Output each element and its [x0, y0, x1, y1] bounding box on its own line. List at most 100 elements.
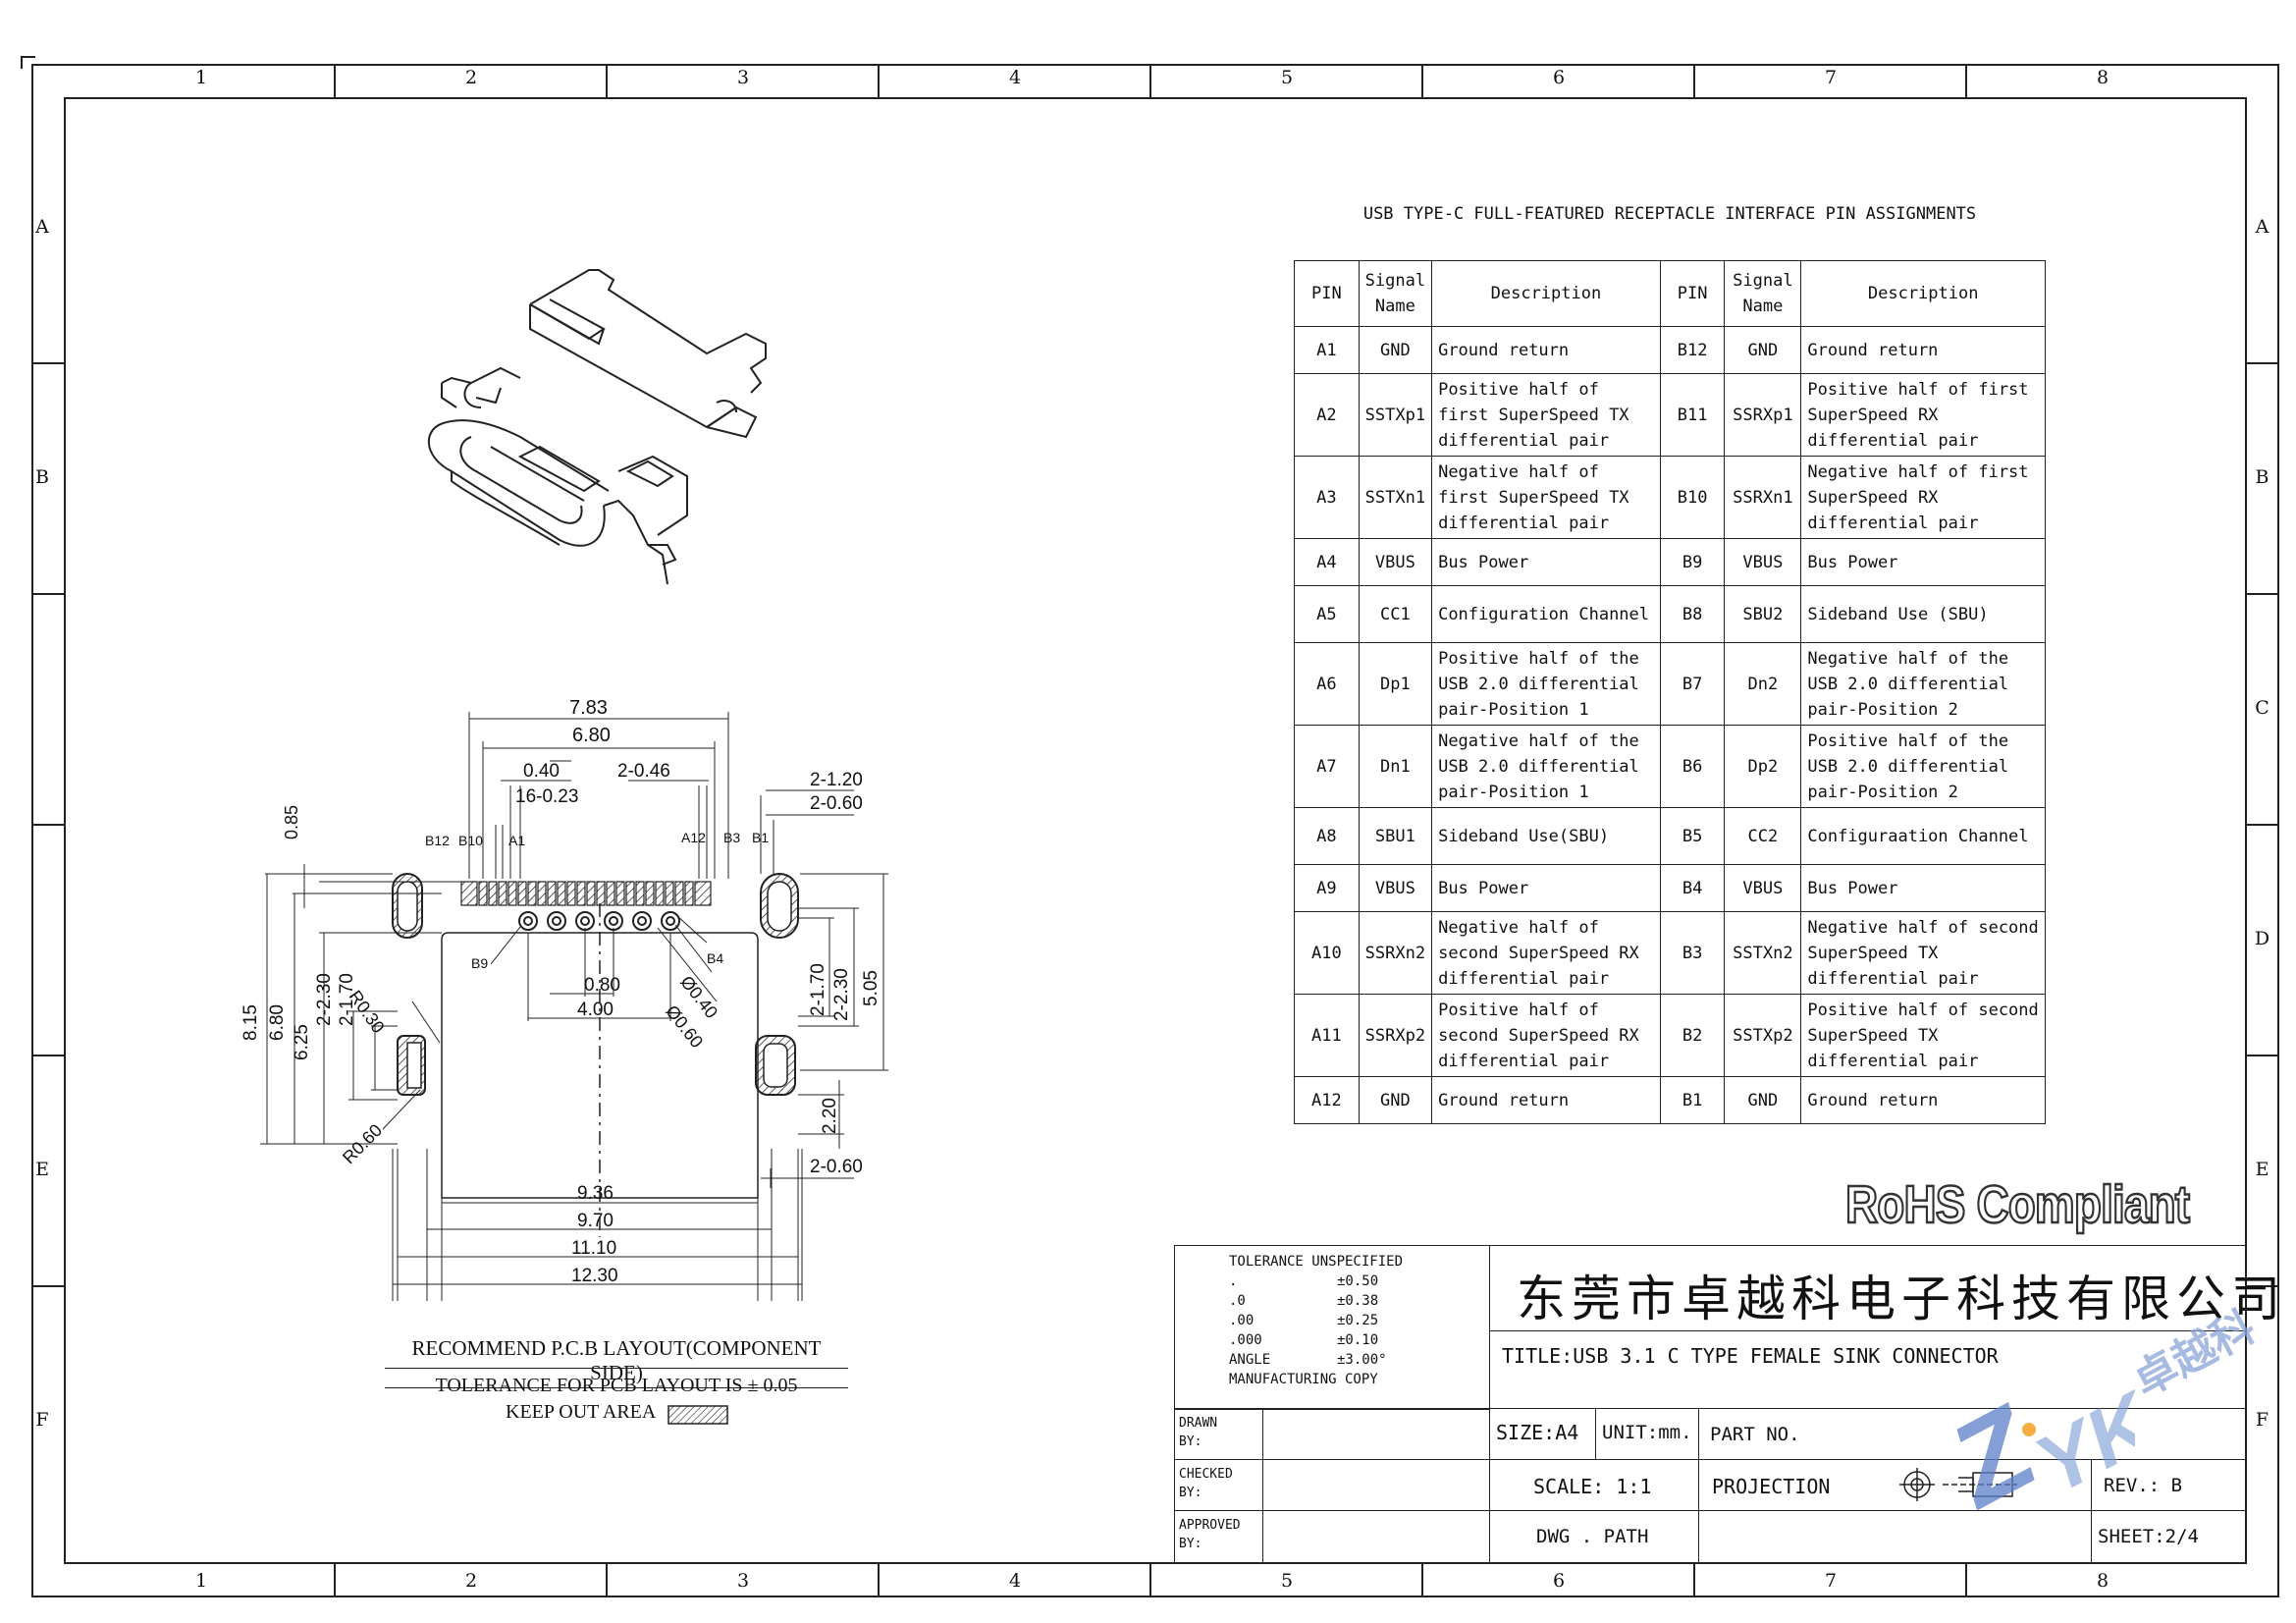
zone-col-4-bottom: 4: [1008, 1570, 1022, 1592]
cell-signal-b: SSTXp2: [1724, 994, 1802, 1077]
tol-val-4: ±3.00°: [1337, 1352, 1387, 1368]
cell-description-a: Sideband Use(SBU): [1431, 807, 1661, 865]
cell-signal-a: CC1: [1358, 585, 1433, 643]
zone-row-e: E: [35, 1159, 49, 1180]
zyk-logo-letters: YK: [2027, 1374, 2135, 1507]
col-line-5: [2091, 1459, 2092, 1563]
col-header-description: Description: [1431, 260, 1661, 327]
zone-col-8: 8: [2096, 67, 2109, 88]
connector-isometric-view: [427, 269, 767, 585]
zone-col-2: 2: [464, 67, 478, 88]
zone-col-5-bottom: 5: [1280, 1570, 1294, 1592]
cell-signal-a: VBUS: [1358, 864, 1433, 912]
projection-symbol-icon: [1899, 1468, 2017, 1501]
tol-val-3: ±0.10: [1337, 1332, 1379, 1348]
cell-signal-b: GND: [1724, 1076, 1802, 1124]
cell-pin-b: B4: [1659, 864, 1726, 912]
unit-field: UNIT:mm.: [1602, 1422, 1692, 1443]
zone-col-4: 4: [1008, 67, 1022, 88]
cell-pin-a: A7: [1294, 725, 1360, 808]
col-header-pin: PIN: [1294, 260, 1360, 327]
cell-description-a: Positive half of first SuperSpeed TX dif…: [1431, 373, 1661, 457]
cell-description-a: Positive half of the USB 2.0 differentia…: [1431, 642, 1661, 726]
cell-description-b: Negative half of second SuperSpeed TX di…: [1800, 911, 2046, 995]
cell-pin-a: A1: [1294, 326, 1360, 374]
tol-key-3: .000: [1229, 1332, 1262, 1348]
cell-description-b: Positive half of first SuperSpeed RX dif…: [1800, 373, 2046, 457]
dim-2-0-60-top: 2-0.60: [810, 793, 863, 814]
zone-col-5: 5: [1280, 67, 1294, 88]
cell-pin-a: A11: [1294, 994, 1360, 1077]
company-name: 东莞市卓越科电子科技有限公司: [1517, 1271, 2286, 1327]
cell-signal-a: SSTXn1: [1358, 456, 1433, 539]
part-no-field: PART NO.: [1710, 1424, 1800, 1445]
tolerance-heading: TOLERANCE UNSPECIFIED: [1229, 1254, 1404, 1270]
tol-val-1: ±0.38: [1337, 1293, 1379, 1309]
dim-2-0-46: 2-0.46: [617, 761, 670, 782]
zone-row-d: D: [2254, 928, 2270, 949]
cell-signal-a: SSRXp2: [1358, 994, 1433, 1077]
cell-description-a: Negative half of second SuperSpeed RX di…: [1431, 911, 1661, 995]
cell-pin-b: B12: [1659, 326, 1726, 374]
cell-description-b: Positive half of second SuperSpeed TX di…: [1800, 994, 2046, 1077]
approved-by-label: APPROVED BY:: [1179, 1518, 1241, 1551]
pcb-tolerance-note: TOLERANCE FOR PCB LAYOUT IS ± 0.05: [435, 1375, 798, 1396]
dim-4-00: 4.00: [577, 1000, 614, 1020]
zone-col-6-bottom: 6: [1552, 1570, 1566, 1592]
tol-key-2: .00: [1229, 1313, 1255, 1328]
pin-label-b9: B9: [471, 955, 489, 971]
cell-signal-b: VBUS: [1724, 538, 1802, 586]
row-line-1: [1174, 1408, 2246, 1409]
dim-0-80: 0.80: [584, 975, 620, 996]
cell-signal-b: GND: [1724, 326, 1802, 374]
cell-signal-b: SBU2: [1724, 585, 1802, 643]
drawing-title: TITLE:USB 3.1 C TYPE FEMALE SINK CONNECT…: [1502, 1344, 1999, 1368]
cell-description-a: Configuration Channel: [1431, 585, 1661, 643]
tol-val-2: ±0.25: [1337, 1313, 1379, 1328]
zone-col-1: 1: [194, 67, 208, 88]
zone-col-1-bottom: 1: [194, 1570, 208, 1592]
cell-pin-b: B9: [1659, 538, 1726, 586]
cell-signal-b: VBUS: [1724, 864, 1802, 912]
table-header-row: PIN Signal Name Description PIN Signal N…: [1294, 260, 2046, 327]
cell-description-a: Ground return: [1431, 326, 1661, 374]
tol-key-1: .0: [1229, 1293, 1246, 1309]
cell-signal-b: Dp2: [1724, 725, 1802, 808]
cell-pin-b: B6: [1659, 725, 1726, 808]
manufacturing-copy: MANUFACTURING COPY: [1229, 1372, 1378, 1387]
zone-col-7: 7: [1824, 67, 1838, 88]
checked-by-label: CHECKED BY:: [1179, 1467, 1233, 1500]
zone-col-8-bottom: 8: [2096, 1570, 2109, 1592]
pin-label-a12: A12: [681, 830, 706, 845]
drawn-by-label: DRAWN BY:: [1179, 1416, 1218, 1449]
cell-signal-a: SSTXp1: [1358, 373, 1433, 457]
cell-pin-a: A8: [1294, 807, 1360, 865]
dim-11-10: 11.10: [571, 1238, 617, 1259]
cell-pin-a: A4: [1294, 538, 1360, 586]
row-line-3: [1174, 1510, 2246, 1511]
dim-0-85: 0.85: [282, 804, 301, 839]
dim-12-30: 12.30: [571, 1266, 618, 1286]
pin-label-a1: A1: [508, 833, 526, 848]
revision-field: REV.: B: [2104, 1475, 2183, 1496]
col-line-3: [1595, 1408, 1596, 1459]
zone-col-3-bottom: 3: [736, 1570, 750, 1592]
cell-description-a: Bus Power: [1431, 538, 1661, 586]
cell-description-a: Ground return: [1431, 1076, 1661, 1124]
zone-row-c: C: [2255, 697, 2269, 719]
cell-pin-a: A12: [1294, 1076, 1360, 1124]
cell-description-b: Bus Power: [1800, 864, 2046, 912]
zone-row-f-right: F: [2255, 1409, 2269, 1431]
cell-signal-b: SSTXn2: [1724, 911, 1802, 995]
pcb-layout-drawing: [260, 712, 888, 1301]
pin-table-title: USB TYPE-C FULL-FEATURED RECEPTACLE INTE…: [1362, 204, 1977, 224]
pin-label-b3: B3: [723, 830, 741, 845]
cell-signal-b: Dn2: [1724, 642, 1802, 726]
